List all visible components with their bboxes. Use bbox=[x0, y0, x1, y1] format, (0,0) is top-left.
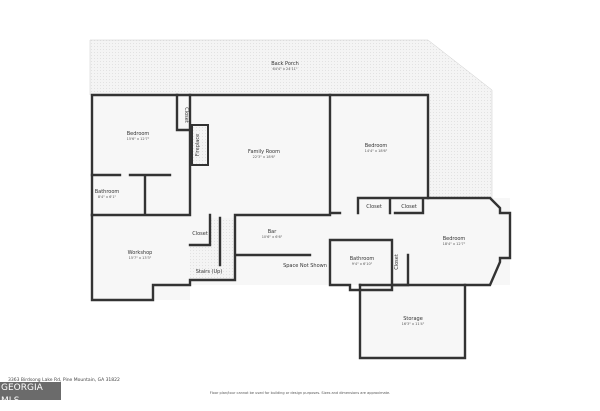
room-dims: 64'4" x 24'11" bbox=[272, 67, 297, 71]
room-dims: 22'3" x 18'6" bbox=[253, 155, 276, 159]
room-name: Closet bbox=[183, 107, 189, 123]
room-name: Bathroom bbox=[350, 256, 375, 262]
room-name: Family Room bbox=[248, 149, 280, 155]
interior-floor bbox=[92, 95, 510, 358]
disclaimer: Floor plan/tour cannot be used for build… bbox=[209, 391, 391, 395]
room-dims: 16'3" x 11'4" bbox=[402, 322, 425, 326]
room-name: Bedroom bbox=[365, 143, 388, 149]
room-name: Workshop bbox=[128, 250, 153, 256]
room-name: Closet bbox=[192, 231, 208, 237]
room-name: Bedroom bbox=[443, 236, 466, 242]
room-name: Bedroom bbox=[127, 131, 150, 137]
room-name: Closet bbox=[366, 204, 382, 210]
room-name: Storage bbox=[403, 316, 423, 322]
room-dims: 15'7" x 13'3" bbox=[129, 256, 152, 260]
room-name: Space Not Shown bbox=[283, 263, 327, 269]
floor-plan: Back Porch 64'4" x 24'11" Bedroom 15'6" … bbox=[89, 39, 512, 360]
room-name: Fireplace bbox=[195, 134, 201, 156]
room-name: Bathroom bbox=[95, 189, 120, 195]
room-name: Closet bbox=[401, 204, 417, 210]
walls bbox=[90, 93, 512, 360]
room-name: Closet bbox=[394, 254, 400, 270]
room-dims: 15'6" x 12'7" bbox=[127, 137, 150, 141]
room-name: Bar bbox=[268, 229, 277, 235]
room-dims: 9'4" x 6'10" bbox=[352, 262, 373, 266]
room-name: Back Porch bbox=[271, 61, 299, 67]
room-dims: 8'4" x 6'1" bbox=[98, 195, 117, 199]
room-name: Stairs (Up) bbox=[196, 269, 223, 275]
fireplace bbox=[191, 124, 209, 166]
room-dims: 10'6" x 6'6" bbox=[262, 235, 283, 239]
property-address: 3363 Birdsong Lake Rd, Pine Mountain, GA… bbox=[8, 378, 120, 383]
room-dims: 18'4" x 12'7" bbox=[443, 242, 466, 246]
room-labels: Back Porch 64'4" x 24'11" Bedroom 15'6" … bbox=[95, 61, 466, 326]
room-dims: 14'4" x 18'6" bbox=[365, 149, 388, 153]
stairs bbox=[210, 218, 235, 280]
